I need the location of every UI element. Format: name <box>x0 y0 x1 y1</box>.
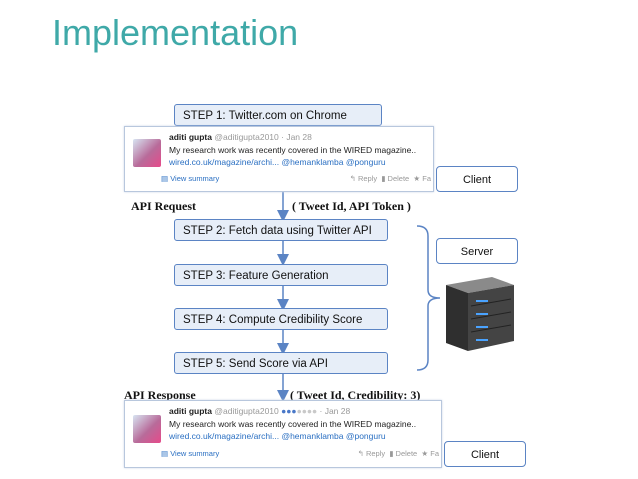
document-icon: ▤ <box>161 174 168 183</box>
step-5-box: STEP 5: Send Score via API <box>174 352 388 374</box>
credibility-dot-empty: ● <box>312 406 317 416</box>
tweet-date: · Jan 28 <box>281 132 312 142</box>
tweet-author-name[interactable]: aditi gupta <box>169 132 212 142</box>
api-request-params: ( Tweet Id, API Token ) <box>292 199 411 214</box>
tweet-card-bottom: aditi gupta @aditigupta2010 ●●●●●●● · Ja… <box>124 400 442 468</box>
star-icon: ★ <box>421 449 428 458</box>
tweet-card-top: aditi gupta @aditigupta2010 · Jan 28 My … <box>124 126 434 192</box>
delete-link[interactable]: Delete <box>396 449 418 458</box>
reply-link[interactable]: Reply <box>366 449 385 458</box>
step-3-box: STEP 3: Feature Generation <box>174 264 388 286</box>
server-rack-icon <box>440 275 520 353</box>
document-icon: ▤ <box>161 449 168 458</box>
tweet-text: My research work was recently covered in… <box>169 145 416 155</box>
step-4-box: STEP 4: Compute Credibility Score <box>174 308 388 330</box>
view-summary-link[interactable]: ▤ View summary <box>161 449 219 458</box>
reply-icon: ↰ <box>358 449 364 458</box>
tweet-handle[interactable]: @aditigupta2010 <box>214 132 278 142</box>
star-icon: ★ <box>413 174 420 183</box>
step-2-box: STEP 2: Fetch data using Twitter API <box>174 219 388 241</box>
tweet-mentions[interactable]: @hemanklamba @ponguru <box>281 157 385 167</box>
reply-link[interactable]: Reply <box>358 174 377 183</box>
avatar <box>133 415 161 443</box>
client-bottom-label: Client <box>444 441 526 467</box>
step-1-box: STEP 1: Twitter.com on Chrome <box>174 104 382 126</box>
trash-icon: ▮ <box>381 174 385 183</box>
server-label: Server <box>436 238 518 264</box>
tweet-author-name[interactable]: aditi gupta <box>169 406 212 416</box>
avatar <box>133 139 161 167</box>
tweet-date: · Jan 28 <box>320 406 351 416</box>
delete-link[interactable]: Delete <box>388 174 410 183</box>
tweet-text: My research work was recently covered in… <box>169 419 416 429</box>
reply-icon: ↰ <box>350 174 356 183</box>
tweet-handle[interactable]: @aditigupta2010 <box>214 406 278 416</box>
credibility-dots: ●●●●●●● <box>281 406 317 416</box>
tweet-link[interactable]: wired.co.uk/magazine/archi... <box>169 157 279 167</box>
tweet-link[interactable]: wired.co.uk/magazine/archi... <box>169 431 279 441</box>
tweet-mentions[interactable]: @hemanklamba @ponguru <box>281 431 385 441</box>
view-summary-link[interactable]: ▤ View summary <box>161 174 219 183</box>
favorite-link[interactable]: Fa <box>422 174 431 183</box>
client-top-label: Client <box>436 166 518 192</box>
favorite-link[interactable]: Fa <box>430 449 439 458</box>
api-request-label: API Request <box>131 199 196 214</box>
view-summary-label: View summary <box>170 174 219 183</box>
view-summary-label: View summary <box>170 449 219 458</box>
trash-icon: ▮ <box>389 449 393 458</box>
